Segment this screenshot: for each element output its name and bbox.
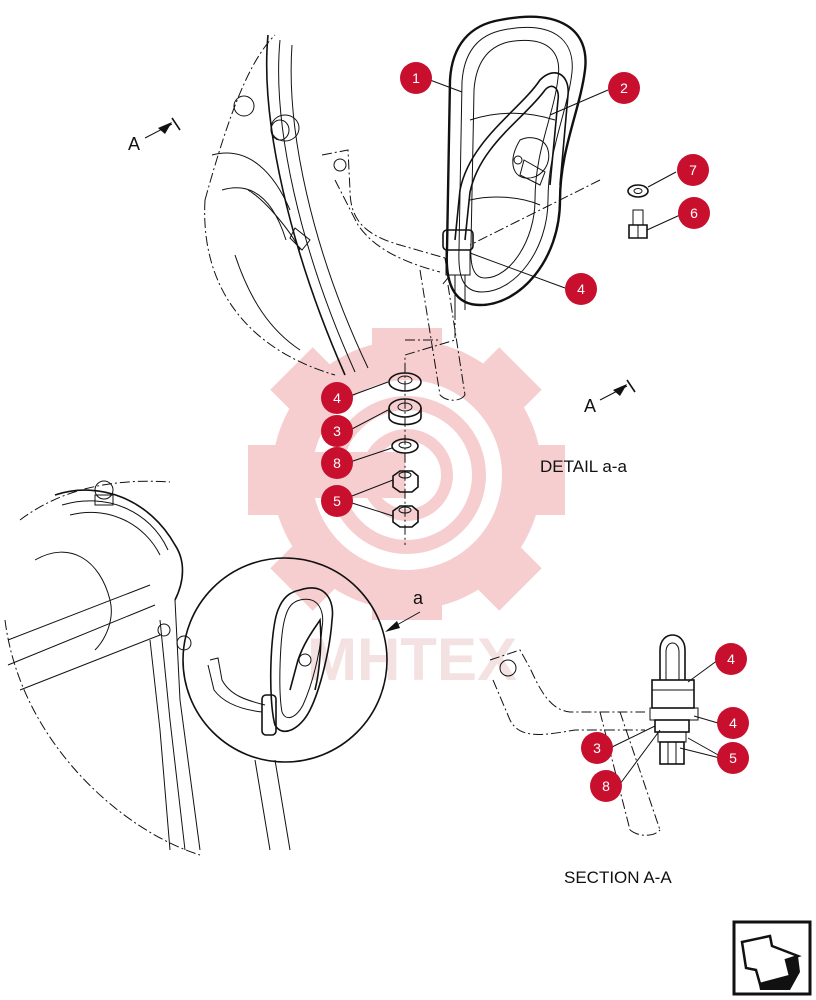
callout-5-section: 5 (717, 742, 749, 774)
callout-6: 6 (678, 197, 710, 229)
svg-text:4: 4 (333, 390, 341, 406)
spacer-3-stack (388, 398, 422, 426)
section-arrow-top-label: A (128, 134, 140, 154)
section-arrow-top: A (128, 117, 181, 154)
rod-clamp (442, 229, 474, 310)
callout-3-stack: 3 (321, 415, 353, 447)
mirror-housing (445, 15, 587, 307)
callout-8-stack: 8 (321, 447, 353, 479)
svg-text:3: 3 (593, 740, 601, 756)
svg-text:4: 4 (577, 281, 585, 297)
svg-text:1: 1 (412, 70, 420, 86)
callout-leaders (349, 79, 721, 785)
callout-3-section: 3 (581, 732, 613, 764)
detail-title: DETAIL a-a (540, 457, 627, 476)
next-page-arrow-icon[interactable] (732, 920, 812, 996)
detail-ref-a: a (385, 588, 424, 632)
svg-text:2: 2 (620, 80, 628, 96)
nut-5-lower (392, 505, 419, 528)
callout-4-top: 4 (565, 273, 597, 305)
section-a-a (489, 634, 699, 836)
leader-line-stack (404, 310, 456, 545)
overview-cab (4, 480, 291, 856)
svg-text:5: 5 (729, 750, 737, 766)
callout-2: 2 (608, 72, 640, 104)
section-arrow-bottom-label: A (584, 396, 596, 416)
detail-ref-a-label: a (413, 588, 424, 608)
watermark: MHTEX (248, 328, 565, 693)
svg-text:7: 7 (689, 162, 697, 178)
section-title: SECTION A-A (564, 868, 672, 887)
section-arrow-bottom: A (584, 379, 636, 416)
cab-frame-detail (204, 34, 369, 376)
svg-text:4: 4 (729, 715, 737, 731)
svg-text:5: 5 (333, 493, 341, 509)
svg-text:4: 4 (727, 651, 735, 667)
callout-4-section-top: 4 (715, 643, 747, 675)
washer-4-stack (388, 372, 422, 392)
lock-washer-8-stack (391, 438, 419, 454)
nut-5-upper (392, 470, 419, 493)
callout-8-section: 8 (590, 770, 622, 802)
overview-mirror (207, 587, 334, 736)
callout-4-section-bottom: 4 (717, 707, 749, 739)
svg-text:8: 8 (333, 455, 341, 471)
mirror-bracket-arm (321, 149, 466, 401)
svg-text:8: 8 (602, 778, 610, 794)
bolt-6 (628, 209, 648, 239)
washer-7 (627, 184, 649, 198)
leader-line-7 (469, 179, 601, 246)
svg-text:3: 3 (333, 423, 341, 439)
callout-7: 7 (677, 154, 709, 186)
watermark-text: MHTEX (307, 626, 517, 693)
mirror-rod (454, 72, 569, 241)
detail-circle (182, 557, 388, 763)
callout-4-stack: 4 (321, 382, 353, 414)
svg-text:6: 6 (690, 205, 698, 221)
callout-1: 1 (400, 62, 432, 94)
callout-5-stack: 5 (321, 485, 353, 517)
